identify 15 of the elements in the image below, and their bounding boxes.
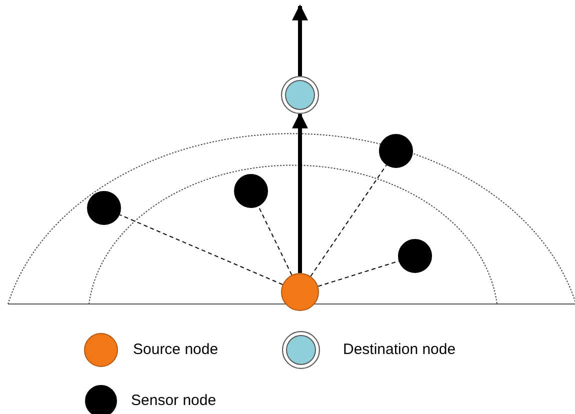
arrow: [292, 112, 308, 273]
sensor-node: [87, 191, 121, 225]
dashed-link: [318, 260, 400, 287]
dashed-link: [119, 214, 284, 286]
legend-label: Source node: [133, 341, 218, 359]
dashed-link: [310, 164, 387, 277]
source-node: [281, 273, 319, 311]
sensor-node: [398, 239, 432, 273]
arrow: [292, 4, 308, 76]
sensor-node: [379, 134, 413, 168]
legend-label: Sensor node: [131, 392, 216, 410]
destination-node: [281, 76, 319, 114]
dashed-link: [258, 206, 292, 276]
sensor-node: [234, 174, 268, 208]
legend-label: Destination node: [343, 341, 456, 359]
